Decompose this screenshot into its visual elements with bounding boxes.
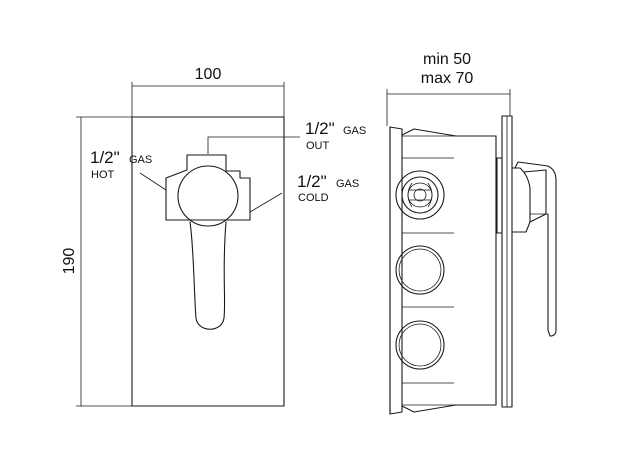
depth-min-label: min 50 (423, 51, 471, 68)
valve-port-bottom (395, 320, 445, 370)
front-view: 100 190 (61, 66, 300, 407)
cover-plate (496, 115, 513, 408)
cold-label: COLD (298, 192, 329, 204)
valve-port-middle (395, 245, 445, 295)
lever-handle (189, 221, 227, 330)
height-dimension: 190 (61, 116, 132, 407)
lever-knob (177, 165, 239, 227)
depth-dimension: min 50 max 70 (386, 51, 511, 126)
out-type: GAS (343, 125, 366, 137)
hot-label: HOT (91, 169, 115, 181)
depth-max-label: max 70 (421, 70, 474, 87)
width-label: 100 (195, 66, 222, 83)
width-dimension: 100 (131, 66, 285, 117)
out-label: OUT (306, 140, 330, 152)
out-leader (207, 136, 300, 154)
cartridge-body (165, 154, 251, 221)
hot-size: 1/2" (90, 148, 120, 167)
cold-size: 1/2" (297, 172, 327, 191)
side-view: min 50 max 70 (386, 51, 557, 415)
cold-type: GAS (336, 178, 359, 190)
installation-box (389, 126, 497, 415)
out-size: 1/2" (305, 119, 335, 138)
hot-leader (139, 172, 167, 191)
height-label: 190 (61, 248, 78, 275)
out-connection-label: 1/2" GAS OUT (305, 119, 366, 152)
hot-connection-label: 1/2" GAS HOT (90, 148, 152, 181)
hot-type: GAS (129, 154, 152, 166)
lever-side-profile (511, 161, 557, 337)
cold-leader (249, 192, 283, 213)
front-plate (131, 116, 285, 407)
cold-connection-label: 1/2" GAS COLD (297, 172, 359, 204)
valve-port-top (395, 170, 445, 220)
